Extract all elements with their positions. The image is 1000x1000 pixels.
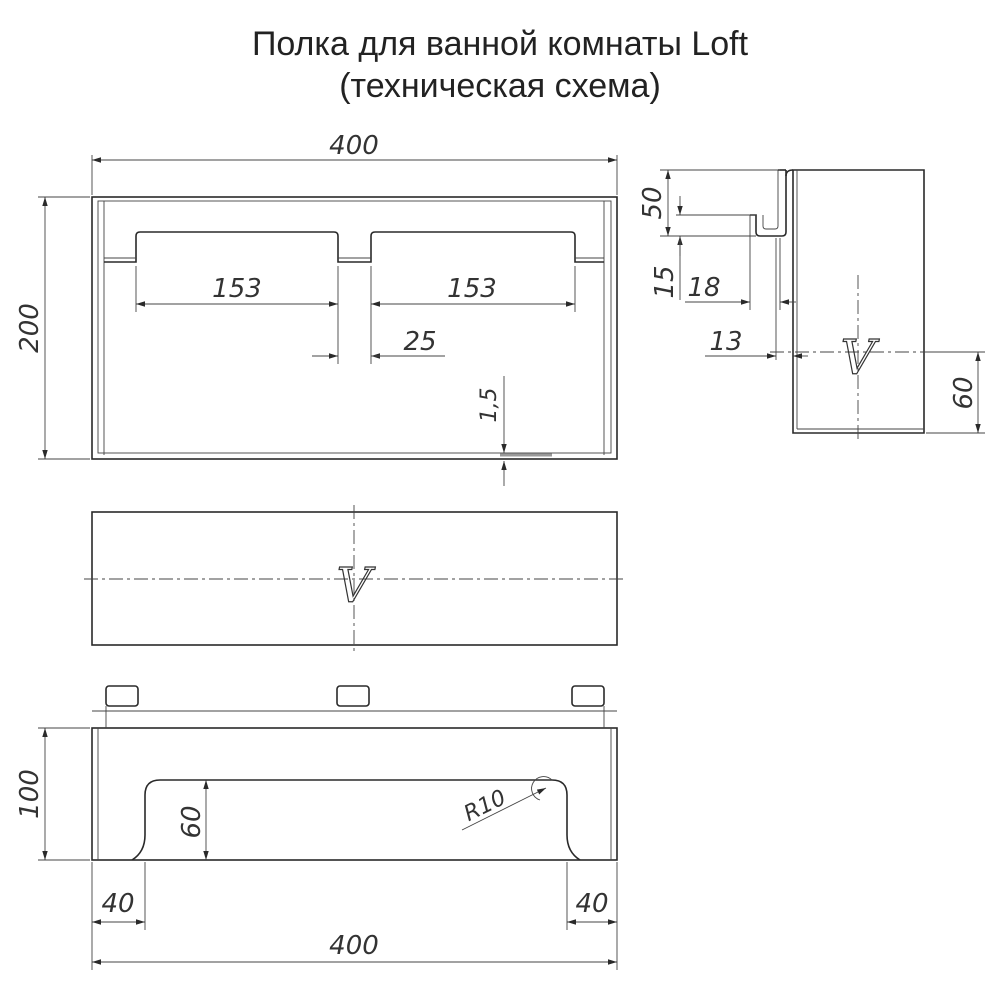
bottom-width-label: 400 — [329, 931, 379, 961]
side-view: 50 15 18 13 60 V — [638, 169, 985, 440]
front-width-label: 400 — [329, 131, 379, 161]
left-margin-label: 40 — [101, 889, 134, 919]
slot-left-label: 153 — [212, 274, 262, 304]
logo-v-icon: V — [841, 330, 880, 386]
cutout — [131, 779, 581, 861]
hook-width-label: 18 — [687, 273, 720, 303]
radius-label: R10 — [460, 785, 510, 826]
thickness-label: 1,5 — [477, 388, 502, 423]
right-margin-label: 40 — [575, 889, 608, 919]
top-view: V — [84, 505, 625, 652]
cutout-height-label: 60 — [177, 805, 207, 838]
lower-height-label: 60 — [949, 376, 979, 409]
side-outline — [792, 169, 925, 434]
logo-v-icon: V — [337, 558, 376, 614]
offset-label: 13 — [709, 327, 742, 357]
front-view: 400 200 153 153 25 1,5 — [15, 131, 618, 486]
hook-height-label: 50 — [638, 186, 668, 219]
front-height-label: 200 — [15, 303, 45, 353]
bottom-height-label: 100 — [15, 769, 45, 819]
front-outline — [91, 196, 618, 460]
drawing-title: Полка для ванной комнаты Loft — [251, 25, 749, 63]
bottom-view: 100 60 R10 40 40 400 — [15, 685, 618, 970]
gap-label: 25 — [403, 327, 436, 357]
bottom-outline — [91, 727, 618, 861]
slot-right-label: 153 — [447, 274, 497, 304]
drawing-subtitle: (техническая схема) — [339, 67, 661, 105]
hook — [750, 170, 787, 237]
front-slots — [104, 231, 604, 263]
top-outline — [91, 511, 618, 646]
hook-depth-label: 15 — [650, 265, 680, 298]
